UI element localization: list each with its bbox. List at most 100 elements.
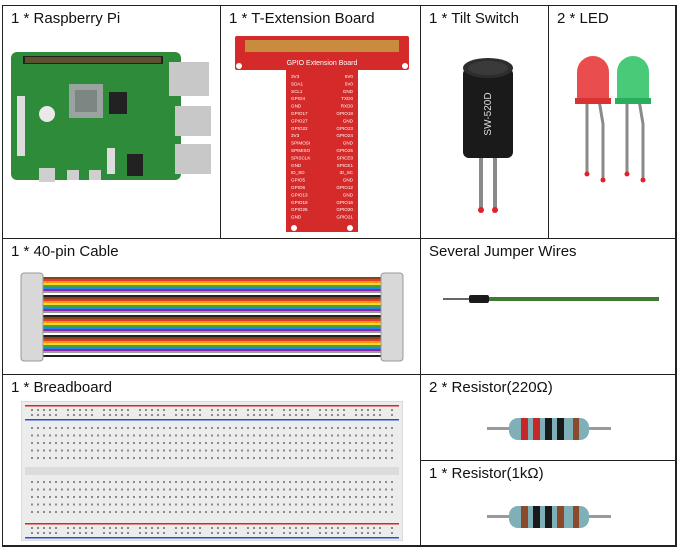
breadboard-hole [193, 457, 195, 459]
breadboard-hole [199, 414, 201, 416]
breadboard-hole [325, 434, 327, 437]
breadboard-hole [313, 457, 315, 459]
breadboard-hole [331, 442, 333, 444]
breadboard-hole [67, 449, 69, 452]
breadboard-hole [55, 503, 57, 506]
t-board-left-pin: SCL1 [291, 89, 303, 94]
breadboard-hole [217, 511, 219, 513]
breadboard-hole [79, 457, 81, 459]
t-board-right-pin: 5V0 [345, 81, 354, 86]
breadboard-hole [181, 511, 183, 513]
breadboard-hole [361, 511, 363, 513]
breadboard-hole [295, 527, 297, 529]
breadboard-hole [229, 434, 231, 437]
breadboard-hole [337, 527, 339, 529]
breadboard-hole [331, 457, 333, 459]
breadboard-hole [157, 532, 159, 534]
breadboard-hole [79, 442, 81, 444]
breadboard-hole [163, 442, 165, 444]
breadboard-hole [361, 414, 363, 416]
breadboard-hole [313, 449, 315, 452]
breadboard-hole [259, 503, 261, 506]
breadboard-hole [157, 481, 159, 483]
breadboard-hole [319, 427, 321, 429]
breadboard-hole [301, 427, 303, 429]
breadboard-hole [295, 503, 297, 506]
t-board-left-pin: GPIO22 [291, 126, 308, 131]
breadboard-hole [73, 457, 75, 459]
breadboard-hole [367, 481, 369, 483]
t-board-right-pin: GPIO23 [336, 126, 353, 131]
breadboard-hole [121, 488, 123, 491]
t-board-left-pin: GND [291, 163, 302, 168]
breadboard-hole [133, 481, 135, 483]
breadboard-hole [109, 434, 111, 437]
breadboard-hole [331, 527, 333, 529]
breadboard-hole [343, 414, 345, 416]
breadboard-hole [373, 457, 375, 459]
breadboard-hole [289, 496, 291, 498]
breadboard-hole [349, 488, 351, 491]
breadboard-hole [163, 481, 165, 483]
breadboard-hole [175, 427, 177, 429]
breadboard-hole [331, 409, 333, 411]
breadboard-hole [103, 449, 105, 452]
breadboard-hole [31, 449, 33, 452]
breadboard-hole [145, 503, 147, 506]
breadboard-hole [67, 503, 69, 506]
breadboard-hole [127, 503, 129, 506]
cable-stripe [41, 355, 383, 357]
breadboard-hole [265, 457, 267, 459]
breadboard-hole [31, 503, 33, 506]
breadboard-hole [145, 409, 147, 411]
breadboard-hole [163, 503, 165, 506]
breadboard-hole [349, 481, 351, 483]
breadboard-hole [331, 503, 333, 506]
breadboard-hole [49, 449, 51, 452]
breadboard-hole [187, 488, 189, 491]
breadboard-hole [289, 409, 291, 411]
breadboard-hole [127, 442, 129, 444]
breadboard-hole [229, 457, 231, 459]
breadboard-hole [313, 503, 315, 506]
breadboard-hole [283, 488, 285, 491]
breadboard-hole [235, 427, 237, 429]
breadboard-hole [139, 449, 141, 452]
breadboard-hole [373, 449, 375, 452]
breadboard-hole [211, 409, 213, 411]
breadboard-hole [37, 457, 39, 459]
breadboard-hole [193, 511, 195, 513]
breadboard-hole [265, 503, 267, 506]
breadboard-hole [253, 488, 255, 491]
breadboard-hole [247, 488, 249, 491]
breadboard-hole [361, 442, 363, 444]
breadboard-hole [289, 481, 291, 483]
breadboard-hole [49, 457, 51, 459]
breadboard-hole [187, 434, 189, 437]
breadboard-hole [355, 414, 357, 416]
breadboard-hole [307, 532, 309, 534]
breadboard-hole [301, 449, 303, 452]
t-board-right-pin: GND [343, 192, 354, 197]
breadboard-hole [73, 532, 75, 534]
breadboard-hole [307, 511, 309, 513]
breadboard-hole [259, 496, 261, 498]
breadboard-hole [121, 457, 123, 459]
breadboard-hole [289, 442, 291, 444]
breadboard-hole [73, 488, 75, 491]
breadboard-hole [391, 409, 393, 411]
breadboard-hole [37, 481, 39, 483]
breadboard-hole [115, 457, 117, 459]
breadboard-hole [187, 496, 189, 498]
breadboard-hole [355, 434, 357, 437]
breadboard-hole [367, 457, 369, 459]
t-board-right-pin: GPIO12 [336, 185, 353, 190]
breadboard-hole [271, 409, 273, 411]
breadboard-hole [115, 511, 117, 513]
breadboard-hole [307, 488, 309, 491]
breadboard-hole [319, 527, 321, 529]
breadboard-hole [199, 488, 201, 491]
breadboard-hole [331, 434, 333, 437]
breadboard-hole [151, 414, 153, 416]
breadboard-hole [73, 481, 75, 483]
